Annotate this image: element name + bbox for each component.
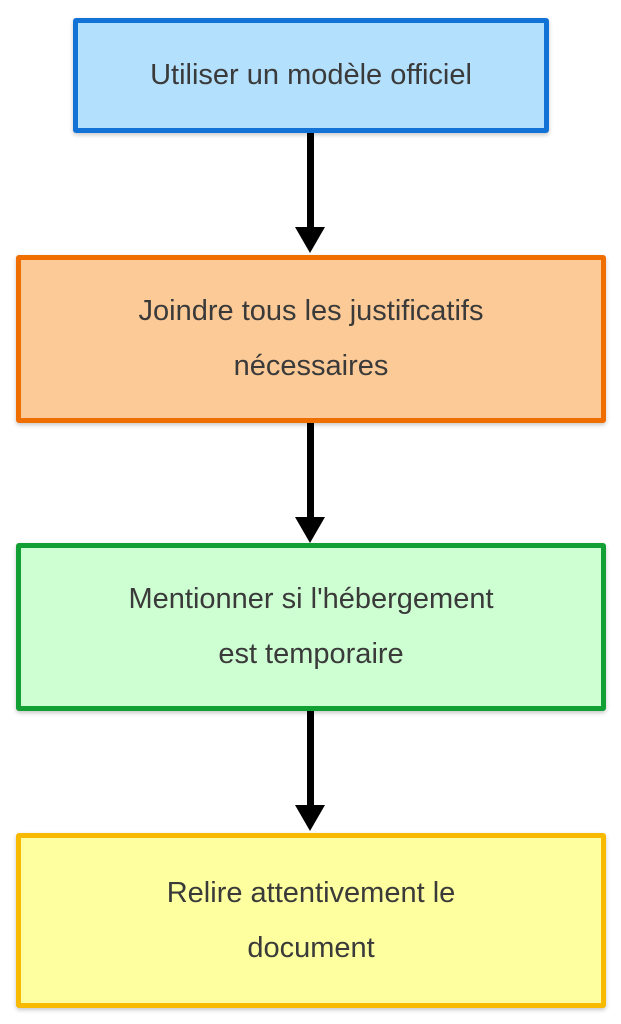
arrow-head — [295, 227, 325, 253]
flow-step-joindre-justificatifs: Joindre tous les justificatifs nécessair… — [16, 255, 606, 423]
arrow-shaft — [306, 711, 314, 805]
arrow-shaft — [306, 133, 314, 227]
arrow-down-icon — [295, 423, 325, 543]
arrow-head — [295, 517, 325, 543]
flow-step-label: est temporaire — [218, 638, 404, 670]
flow-step-label: Mentionner si l'hébergement — [128, 583, 494, 615]
arrow-head — [295, 805, 325, 831]
flow-step-relire-document: Relire attentivement le document — [16, 833, 606, 1008]
flow-step-label: Utiliser un modèle officiel — [150, 59, 472, 91]
arrow-down-icon — [295, 711, 325, 831]
flow-step-label: Joindre tous les justificatifs — [138, 295, 484, 327]
flow-step-label: document — [247, 931, 375, 964]
flow-step-utiliser-modele: Utiliser un modèle officiel — [73, 18, 549, 133]
arrow-down-icon — [295, 133, 325, 253]
flow-step-label: nécessaires — [233, 350, 389, 382]
flow-step-mentionner-hebergement: Mentionner si l'hébergement est temporai… — [16, 543, 606, 711]
flow-step-label: Relire attentivement le — [166, 876, 456, 909]
arrow-shaft — [306, 423, 314, 517]
